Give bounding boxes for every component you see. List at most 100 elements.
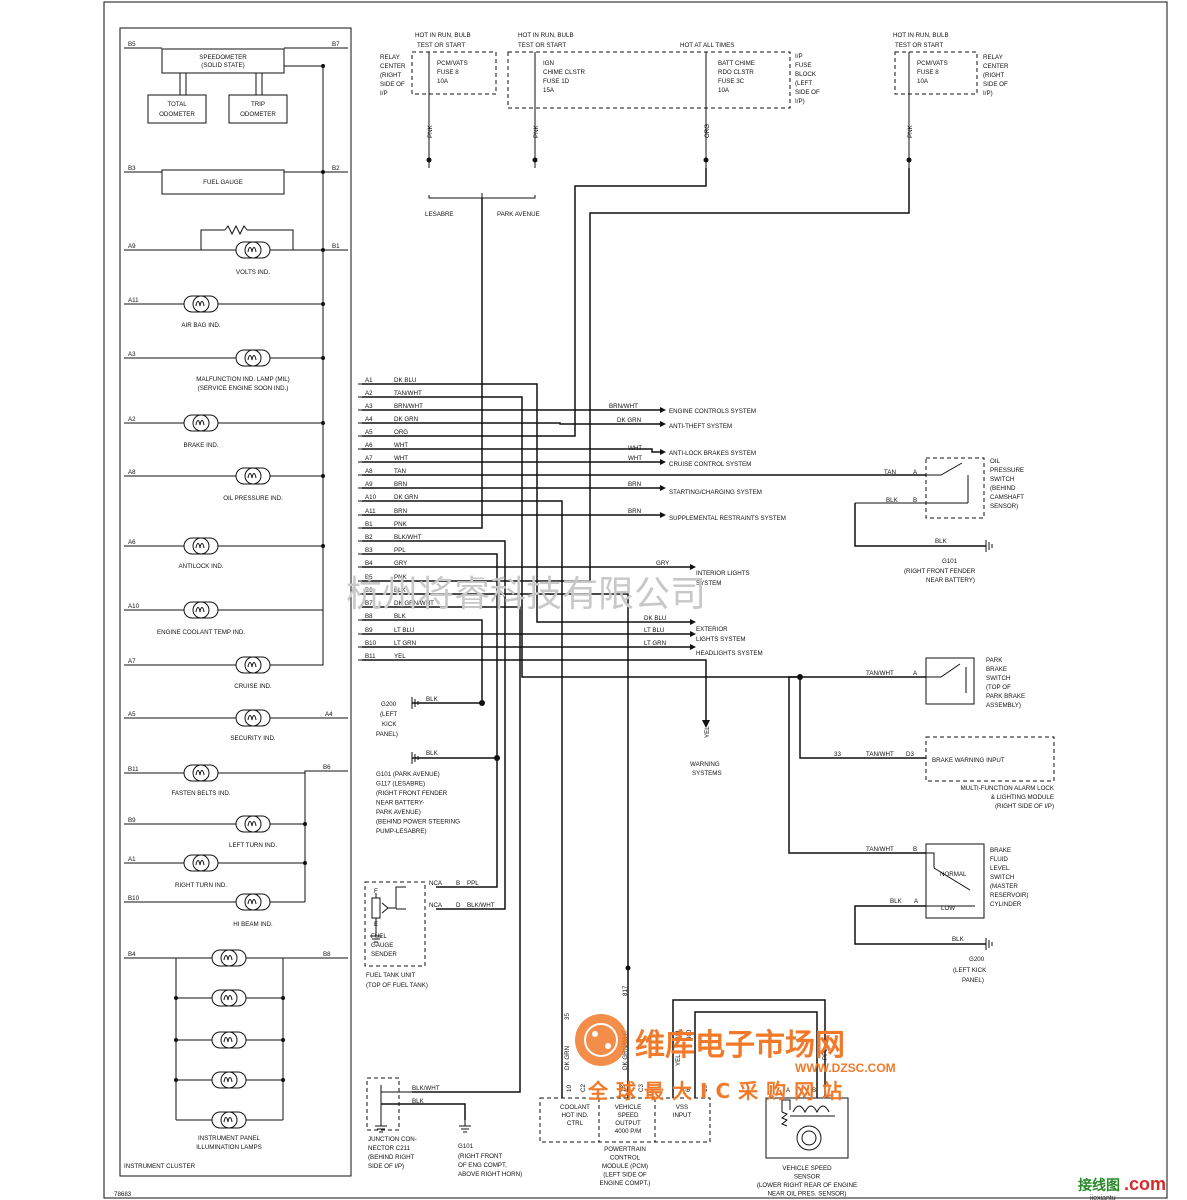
pcm-label-line: CONTROL (610, 1155, 641, 1162)
powertrain-control-module: 35 DK GRN 817 DK GRN/WHT 401 400 YEL PPL… (539, 960, 829, 1187)
f4-relay-line: RELAY (983, 54, 1003, 61)
svg-text:HEADLIGHTS SYSTEM: HEADLIGHTS SYSTEM (696, 650, 763, 657)
svg-text:HOT IN RUN, BULB: HOT IN RUN, BULB (893, 32, 949, 39)
oil-label-line: SENSOR) (990, 503, 1018, 510)
ft-label-line: SENDER (371, 951, 397, 958)
svg-text:ANTILOCK IND.: ANTILOCK IND. (178, 563, 223, 570)
svg-text:WWW.DZSC.COM: WWW.DZSC.COM (795, 1061, 896, 1075)
connector-pin: B4 (365, 560, 373, 567)
jc-label-line: NECTOR C211 (368, 1145, 411, 1152)
feed-wires (362, 168, 910, 582)
speedometer-label: SPEEDOMETER (199, 54, 247, 61)
splice-dot (321, 248, 325, 252)
svg-text:LEFT TURN IND.: LEFT TURN IND. (229, 842, 277, 849)
connector-pin: B9 (365, 627, 373, 634)
f4-relay-line: CENTER (983, 63, 1009, 70)
svg-text:SECURITY IND.: SECURITY IND. (230, 735, 276, 742)
svg-text:CRUISE IND.: CRUISE IND. (234, 683, 272, 690)
splice-dot (321, 474, 325, 478)
svg-text:NCA: NCA (429, 880, 443, 887)
connector-wire-color: WHT (394, 455, 408, 462)
splice-dot (303, 861, 307, 865)
svg-text:F: F (374, 888, 378, 895)
pb-label-line: BRAKE (986, 666, 1007, 673)
svg-text:KICK: KICK (382, 721, 397, 728)
svg-text:TAN/WHT: TAN/WHT (866, 846, 894, 853)
svg-text:B6: B6 (323, 764, 331, 771)
lamp-bulb-icon (211, 949, 247, 967)
svg-text:ILLUMINATION LAMPS: ILLUMINATION LAMPS (196, 1144, 262, 1151)
pb-label-line: PARK BRAKE (986, 693, 1025, 700)
svg-text:15: 15 (702, 1085, 709, 1092)
vss-label-line: VEHICLE SPEED (782, 1165, 832, 1172)
indicator-lamps (183, 241, 271, 1129)
pcm-label-line: (LEFT SIDE OF (603, 1172, 647, 1179)
g101-label-line: (BEHIND POWER STEERING (376, 819, 460, 826)
connector-wire-color: PNK (394, 521, 408, 528)
svg-text:TAN: TAN (884, 469, 896, 476)
connector-pin: B10 (365, 640, 377, 647)
svg-text:维库电子市场网: 维库电子市场网 (635, 1028, 845, 1063)
g101-label-line: G101 (PARK AVENUE) (376, 771, 440, 778)
svg-text:G200: G200 (381, 701, 397, 708)
lamp-bulb-icon (235, 467, 271, 485)
svg-text:A1: A1 (128, 856, 136, 863)
oil-label-line: OIL (990, 458, 1001, 465)
ip-block-line: BLOCK (795, 71, 817, 78)
svg-text:PARK AVENUE: PARK AVENUE (497, 211, 540, 218)
svg-text:ODOMETER: ODOMETER (240, 111, 276, 118)
svg-text:DK GRN: DK GRN (617, 417, 641, 424)
pcm-cell-text: VEHICLE (615, 1104, 641, 1111)
svg-text:B5: B5 (128, 41, 136, 48)
pcm-cell-text: INPUT (673, 1112, 692, 1119)
jc-gnd-label-line: (RIGHT FRONT (458, 1153, 502, 1160)
svg-text:B9: B9 (128, 817, 136, 824)
page-border (103, 1, 1168, 1199)
svg-text:6: 6 (685, 1088, 692, 1092)
svg-text:LIGHTS SYSTEM: LIGHTS SYSTEM (696, 636, 746, 643)
svg-text:ANTI-THEFT SYSTEM: ANTI-THEFT SYSTEM (669, 423, 732, 430)
jc-label-line: JUNCTION CON- (368, 1136, 417, 1143)
ft-label-line: GAUGE (371, 942, 393, 949)
f4-relay-line: I/P) (983, 90, 993, 97)
lamp-bulb-icon (211, 989, 247, 1007)
svg-text:HOT IN RUN, BULB: HOT IN RUN, BULB (518, 32, 574, 39)
svg-text:DK GRN/WHT: DK GRN/WHT (622, 1030, 629, 1070)
svg-text:BLK: BLK (426, 750, 439, 757)
svg-text:BLK: BLK (886, 497, 899, 504)
lamp-bulb-icon (235, 656, 271, 674)
svg-text:ENGINE CONTROLS SYSTEM: ENGINE CONTROLS SYSTEM (669, 408, 756, 415)
connector-pin: A9 (365, 481, 373, 488)
svg-text:817: 817 (622, 985, 629, 996)
pcm-cell-text: 4000 P/M (615, 1128, 641, 1135)
svg-text:PPL: PPL (467, 880, 479, 887)
splice-dot (321, 302, 325, 306)
alarm-lock-module: 33 TAN/WHT D3 BRAKE WARNING INPUT MULTI-… (788, 674, 1055, 854)
fuel-gauge-box (161, 169, 285, 195)
svg-text:LT BLU: LT BLU (644, 627, 664, 634)
connector-pin: A6 (365, 442, 373, 449)
connector-wire-color: PPL (394, 547, 406, 554)
svg-text:INTERIOR LIGHTS: INTERIOR LIGHTS (696, 570, 750, 577)
splice-dot (281, 996, 285, 1000)
lamp-bulb-icon (211, 1111, 247, 1129)
svg-text:G101: G101 (942, 558, 958, 565)
oil-pressure-switch: TAN A BLK B OILPRESSURESWITCH(BEHINDCAMS… (854, 457, 1024, 584)
svg-text:CRUISE CONTROL SYSTEM: CRUISE CONTROL SYSTEM (669, 461, 751, 468)
svg-text:BLK: BLK (890, 898, 903, 905)
svg-text:OIL PRESSURE IND.: OIL PRESSURE IND. (223, 495, 283, 502)
arrow-icon (690, 644, 696, 650)
svg-text:BLK/WHT: BLK/WHT (412, 1085, 440, 1092)
splice-dot (321, 544, 325, 548)
f4-fuse-line: FUSE 8 (917, 69, 939, 76)
connector-pin: B5 (365, 574, 373, 581)
f4-fuse-line: PCM/VATS (917, 60, 948, 67)
svg-text:A5: A5 (128, 711, 136, 718)
relay-center-fuse-8-box (411, 51, 497, 95)
f1-relay-line: (RIGHT (380, 72, 402, 79)
arrow-icon (660, 407, 666, 413)
lamp-bulb-icon (235, 349, 271, 367)
connector-pin: A5 (365, 429, 373, 436)
svg-text:A2: A2 (128, 416, 136, 423)
svg-text:SYSTEM: SYSTEM (696, 580, 721, 587)
